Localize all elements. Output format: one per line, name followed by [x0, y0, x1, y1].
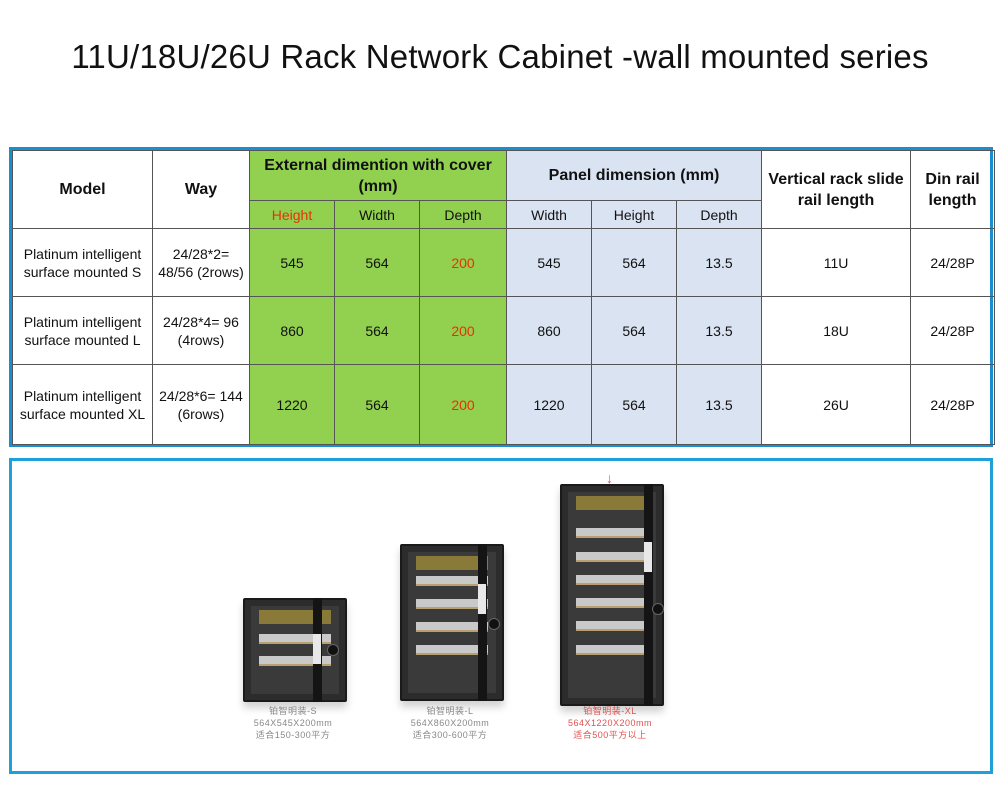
- cell-din-rail: 24/28P: [910, 364, 996, 445]
- spec-table: Model Way External dimention with cover …: [9, 147, 996, 447]
- product-name: 铂智明装-L: [426, 706, 474, 716]
- cell-panel-width: 545: [506, 228, 593, 297]
- product-caption-s: 铂智明装-S 564X545X200mm 适合150-300平方: [223, 705, 363, 741]
- cell-din-rail: 24/28P: [910, 228, 996, 297]
- product-area: 适合300-600平方: [412, 730, 488, 740]
- cell-model: Platinum intelligent surface mounted XL: [12, 364, 153, 445]
- subheader-ext-depth: Depth: [418, 200, 508, 229]
- cell-ext-depth: 200: [418, 296, 508, 365]
- table-row: Platinum intelligent surface mounted L 2…: [12, 296, 996, 365]
- page-title: 11U/18U/26U Rack Network Cabinet -wall m…: [71, 38, 929, 75]
- subheader-panel-height: Height: [591, 200, 678, 229]
- cell-ext-width: 564: [334, 228, 420, 297]
- subheader-panel-width: Width: [506, 200, 593, 229]
- cell-ext-height: 1220: [249, 364, 335, 445]
- cell-vertical-rail: 18U: [761, 296, 912, 365]
- cell-din-rail: 24/28P: [910, 296, 996, 365]
- header-way: Way: [152, 150, 250, 229]
- cell-ext-width: 564: [334, 364, 420, 445]
- product-name: 铂智明装-S: [268, 706, 317, 716]
- table-row: Platinum intelligent surface mounted XL …: [12, 364, 996, 445]
- cell-panel-height: 564: [591, 296, 678, 365]
- cell-panel-width: 1220: [506, 364, 593, 445]
- cell-panel-depth: 13.5: [676, 296, 763, 365]
- cell-panel-height: 564: [591, 228, 678, 297]
- cell-way: 24/28*4= 96 (4rows): [152, 296, 250, 365]
- product-name: 铂智明装-XL: [583, 706, 637, 716]
- cell-panel-height: 564: [591, 364, 678, 445]
- cabinet-xl-image: [560, 484, 664, 706]
- cell-ext-width: 564: [334, 296, 420, 365]
- cell-panel-depth: 13.5: [676, 364, 763, 445]
- product-size: 564X1220X200mm: [567, 718, 653, 728]
- product-area: 适合150-300平方: [255, 730, 331, 740]
- header-din-rail: Din rail length: [910, 150, 996, 229]
- cell-panel-depth: 13.5: [676, 228, 763, 297]
- cabinet-s-image: [243, 598, 347, 702]
- subheader-ext-width: Width: [334, 200, 420, 229]
- cell-vertical-rail: 26U: [761, 364, 912, 445]
- arrow-down-icon: ↓: [606, 470, 613, 486]
- cell-ext-depth: 200: [418, 228, 508, 297]
- cell-ext-height: 860: [249, 296, 335, 365]
- header-panel-dimension: Panel dimension (mm): [506, 150, 763, 201]
- cabinet-l-image: [400, 544, 504, 701]
- cell-way: 24/28*6= 144 (6rows): [152, 364, 250, 445]
- product-size: 564X545X200mm: [253, 718, 333, 728]
- table-row: Platinum intelligent surface mounted S 2…: [12, 228, 996, 297]
- header-vertical-rail: Vertical rack slide rail length: [761, 150, 912, 229]
- product-area: 适合500平方以上: [573, 730, 647, 740]
- cell-ext-height: 545: [249, 228, 335, 297]
- cell-model: Platinum intelligent surface mounted L: [12, 296, 153, 365]
- cell-vertical-rail: 11U: [761, 228, 912, 297]
- cell-panel-width: 860: [506, 296, 593, 365]
- subheader-ext-height: Height: [249, 200, 335, 229]
- subheader-panel-depth: Depth: [676, 200, 763, 229]
- product-caption-xl: 铂智明装-XL 564X1220X200mm 适合500平方以上: [540, 705, 680, 741]
- header-model: Model: [12, 150, 153, 229]
- cell-way: 24/28*2= 48/56 (2rows): [152, 228, 250, 297]
- cell-model: Platinum intelligent surface mounted S: [12, 228, 153, 297]
- cell-ext-depth: 200: [418, 364, 508, 445]
- product-size: 564X860X200mm: [410, 718, 490, 728]
- product-image-panel: ↓ 铂智明装-S 564X545X200mm 适合150-300平方 铂智明装-…: [9, 458, 993, 774]
- header-external-dimension: External dimention with cover (mm): [248, 150, 508, 201]
- product-caption-l: 铂智明装-L 564X860X200mm 适合300-600平方: [380, 705, 520, 741]
